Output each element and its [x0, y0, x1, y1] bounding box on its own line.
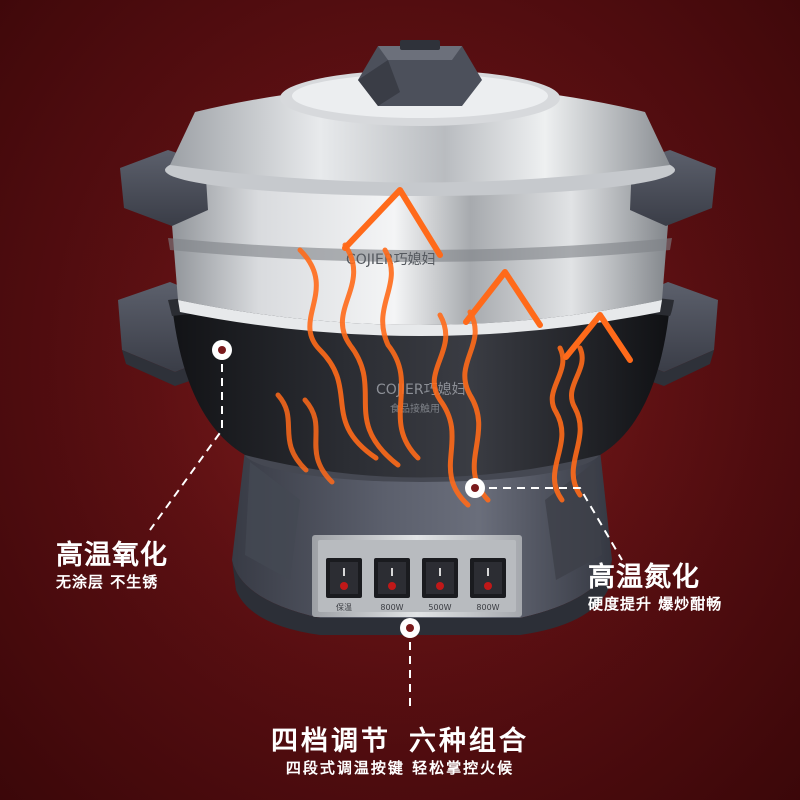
- heat-arrow: [275, 392, 335, 485]
- callout-settings-title: 四档调节六种组合: [0, 726, 800, 758]
- switch-label: 保温: [336, 602, 352, 612]
- switch-label: 800W: [380, 603, 403, 612]
- pot-logo: COJIER巧媳妇: [376, 381, 466, 398]
- callout-nitriding: 高温氮化 硬度提升 爆炒酣畅: [588, 562, 722, 614]
- control-panel: 保温 800W 500W 800W: [312, 535, 522, 617]
- callout-settings: 四档调节六种组合 四段式调温按键 轻松掌控火候: [0, 726, 800, 778]
- heat-arrow: [549, 312, 633, 503]
- heat-arrow: [297, 187, 443, 468]
- callout-oxidation: 高温氧化 无涂层 不生锈: [56, 540, 168, 592]
- rocker-switch[interactable]: 800W: [470, 558, 506, 612]
- callout-nitriding-sub-a: 硬度提升: [588, 595, 653, 613]
- heat-arrow: [431, 269, 543, 508]
- lid-knob: [358, 40, 482, 106]
- switch-indicator: [436, 582, 444, 590]
- switch-label: 500W: [428, 603, 451, 612]
- callout-oxidation-sub: 无涂层 不生锈: [56, 572, 168, 592]
- pot-sublabel: 食品接触用: [390, 402, 440, 415]
- callout-settings-sub: 四段式调温按键 轻松掌控火候: [285, 759, 515, 777]
- rocker-switch[interactable]: 保温: [326, 558, 362, 612]
- callout-markers: [212, 340, 485, 638]
- callout-settings-title-a: 四档调节: [271, 726, 391, 757]
- rocker-switch[interactable]: 800W: [374, 558, 410, 612]
- callout-nitriding-title: 高温氮化: [588, 562, 700, 593]
- callout-oxidation-sub-a: 无涂层: [56, 573, 105, 591]
- callout-oxidation-sub-b: 不生锈: [110, 573, 159, 591]
- heat-arrows: [275, 187, 633, 508]
- switch-label: 800W: [476, 603, 499, 612]
- switch-indicator: [388, 582, 396, 590]
- rocker-switch[interactable]: 500W: [422, 558, 458, 612]
- right-leader-line: [475, 487, 623, 561]
- callout-leaders: [149, 350, 623, 712]
- switch-indicator: [484, 582, 492, 590]
- callout-nitriding-sub-b: 爆炒酣畅: [658, 595, 723, 613]
- callout-nitriding-sub: 硬度提升 爆炒酣畅: [588, 594, 722, 614]
- switch-indicator: [340, 582, 348, 590]
- steamer-tier: COJIER巧媳妇: [168, 175, 672, 336]
- switch-group: 保温 800W 500W 800W: [326, 558, 506, 612]
- callout-settings-title-b: 六种组合: [409, 726, 529, 757]
- callout-oxidation-title: 高温氧化: [56, 540, 168, 571]
